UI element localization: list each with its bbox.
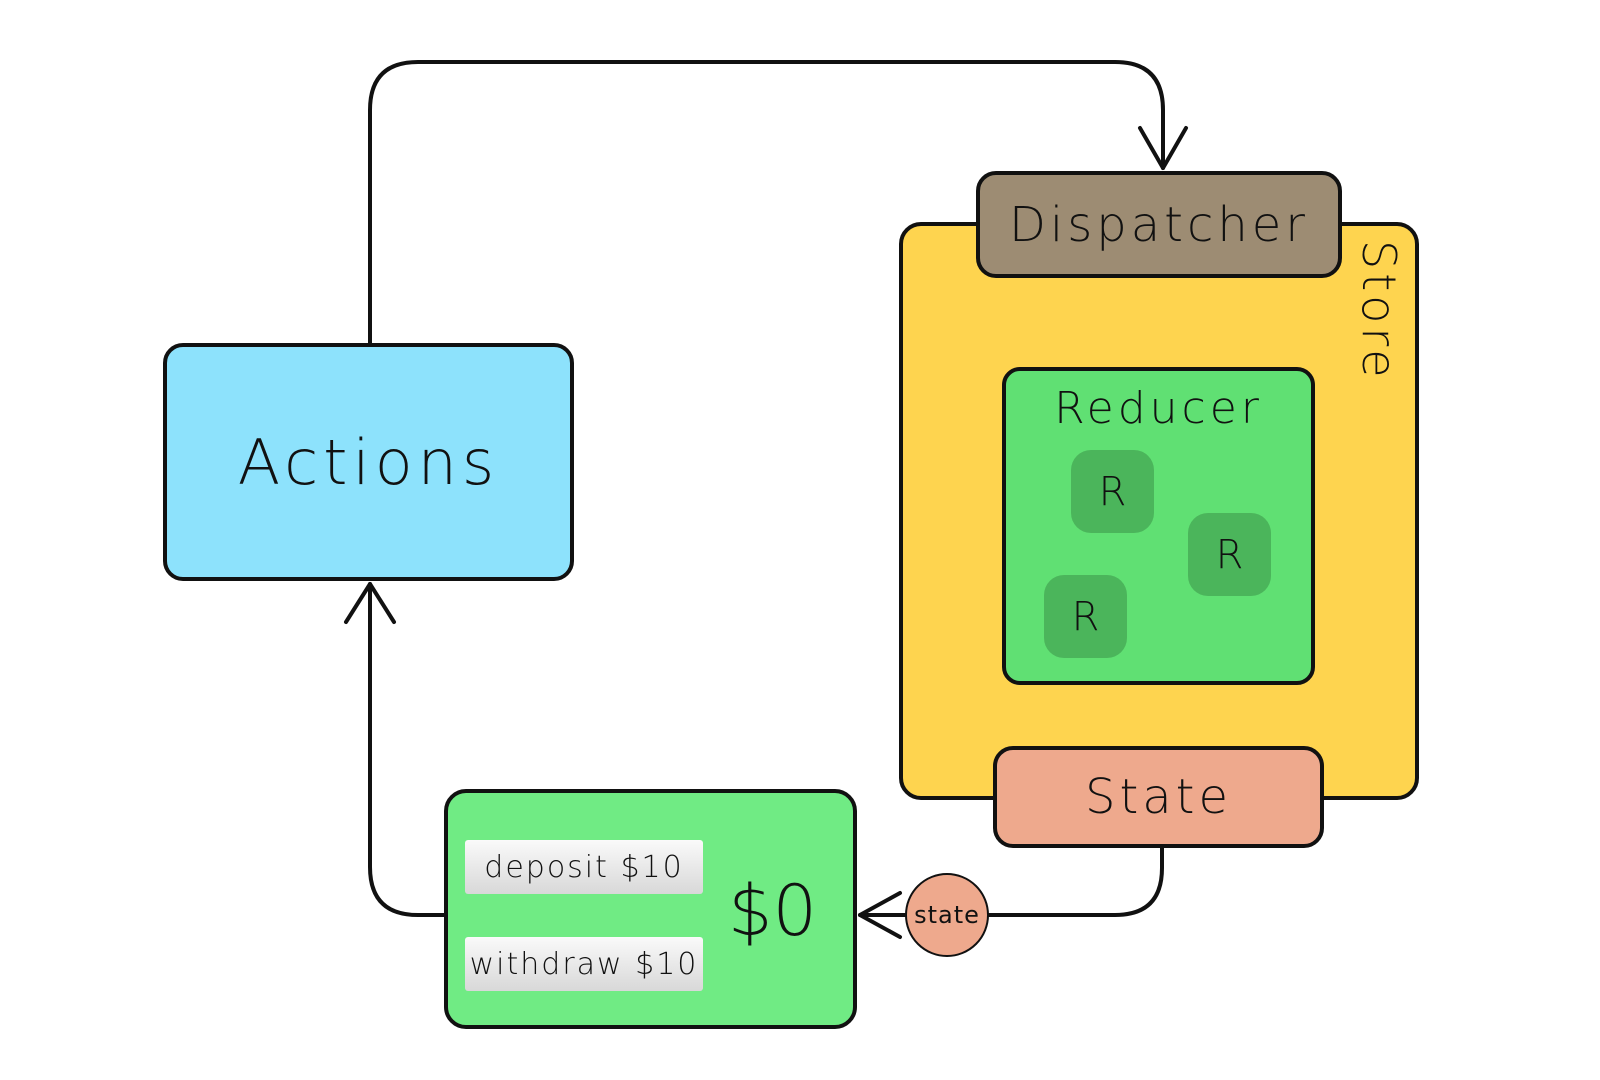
- dispatcher-node: Dispatcher: [976, 171, 1342, 278]
- edge-view-to-actions: [368, 582, 446, 917]
- state-edge-label: state: [905, 873, 989, 957]
- arrowhead-actions: [344, 582, 396, 624]
- sub-reducer: R: [1071, 450, 1154, 533]
- balance-display: $0: [728, 870, 818, 952]
- state-node: State: [993, 746, 1324, 848]
- deposit-button[interactable]: deposit $10: [465, 840, 703, 894]
- arrowhead-view: [858, 891, 902, 939]
- reducer-label: Reducer: [1054, 383, 1263, 434]
- sub-reducer: R: [1044, 575, 1127, 658]
- actions-node: Actions: [163, 343, 574, 581]
- arrowhead-dispatcher: [1138, 126, 1188, 170]
- sub-reducer: R: [1188, 513, 1271, 596]
- withdraw-button[interactable]: withdraw $10: [465, 937, 703, 991]
- store-label: Store: [1352, 240, 1406, 382]
